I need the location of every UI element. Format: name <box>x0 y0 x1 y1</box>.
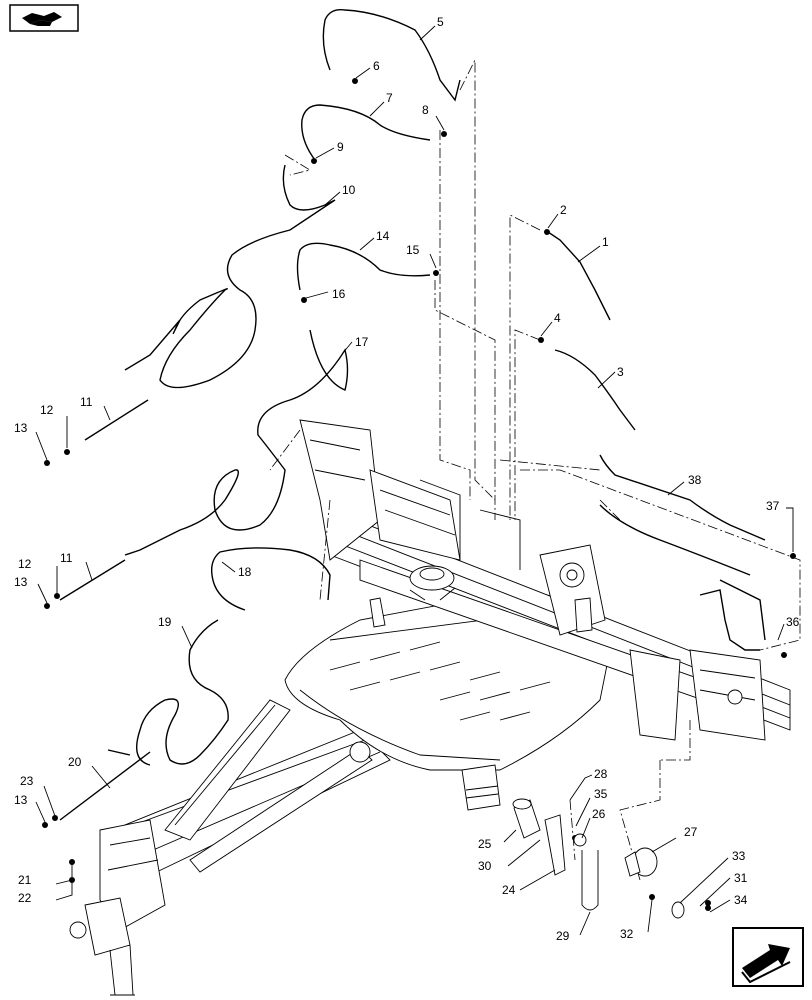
callout-13c: 13 <box>14 793 28 807</box>
callout-9: 9 <box>337 140 344 154</box>
callout-20: 20 <box>68 755 82 769</box>
callout-2: 2 <box>560 203 567 217</box>
callout-14: 14 <box>376 229 390 243</box>
phantom-lines <box>269 59 801 881</box>
callout-34: 34 <box>734 893 748 907</box>
callout-16: 16 <box>332 287 346 301</box>
callout-3: 3 <box>617 365 624 379</box>
callout-12b: 12 <box>18 557 32 571</box>
callout-22: 22 <box>18 891 32 905</box>
callout-33: 33 <box>732 849 746 863</box>
callout-4: 4 <box>554 311 561 325</box>
callout-37: 37 <box>766 499 780 513</box>
callout-27: 27 <box>684 825 698 839</box>
callout-29: 29 <box>556 929 570 943</box>
navigation-arrow-icon[interactable] <box>732 927 804 987</box>
callout-17: 17 <box>355 335 369 349</box>
callout-1: 1 <box>602 235 609 249</box>
callout-38: 38 <box>688 473 702 487</box>
hardware-group <box>512 798 711 919</box>
callout-26: 26 <box>592 807 606 821</box>
callout-6: 6 <box>373 59 380 73</box>
callout-30: 30 <box>478 859 492 873</box>
callout-10: 10 <box>342 183 356 197</box>
callout-23: 23 <box>20 774 34 788</box>
callout-7: 7 <box>386 91 393 105</box>
callout-21: 21 <box>18 873 32 887</box>
callout-32: 32 <box>620 927 634 941</box>
callout-15: 15 <box>406 243 420 257</box>
callout-18: 18 <box>238 565 252 579</box>
callout-11b: 11 <box>60 551 73 565</box>
callout-11a: 11 <box>80 395 93 409</box>
callout-8: 8 <box>422 103 429 117</box>
callout-labels: 1 2 3 4 5 6 7 8 9 10 11 11 12 12 13 13 1… <box>14 15 800 943</box>
callout-28: 28 <box>594 767 608 781</box>
hydraulic-hoses <box>59 9 766 821</box>
callout-19: 19 <box>158 615 172 629</box>
callout-25: 25 <box>478 837 492 851</box>
callout-13a: 13 <box>14 421 28 435</box>
parts-book-icon[interactable] <box>9 4 79 32</box>
callout-13b: 13 <box>14 575 28 589</box>
callout-24: 24 <box>502 883 516 897</box>
callout-35: 35 <box>594 787 608 801</box>
machine-frame <box>69 419 791 996</box>
callout-31: 31 <box>734 871 748 885</box>
callout-12a: 12 <box>40 403 54 417</box>
fittings <box>42 78 796 906</box>
callout-36: 36 <box>786 615 800 629</box>
callout-5: 5 <box>437 15 444 29</box>
